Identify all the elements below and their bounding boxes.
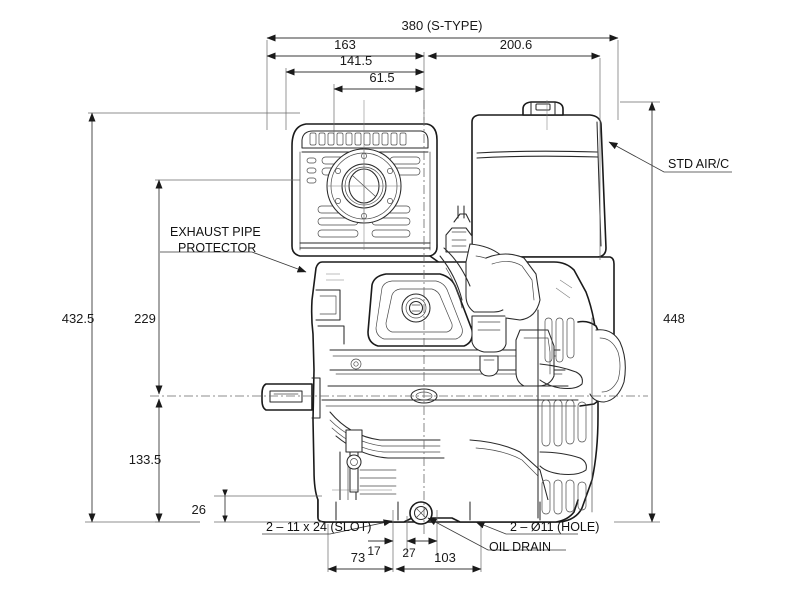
callout-label-mounting-slot: 2 – 11 x 24 (SLOT) <box>266 520 371 534</box>
dim-slot-offset: 17 <box>367 537 394 558</box>
dim-label-mount-left: 73 <box>351 550 365 565</box>
left-dimension-group: 432.5 229 133.5 26 <box>62 112 322 523</box>
dim-overall-width: 380 (S-TYPE) <box>266 18 619 42</box>
dim-label-right-overall-height: 448 <box>663 311 685 326</box>
dim-label-right-span: 200.6 <box>500 37 533 52</box>
dim-flange-span: 61.5 <box>333 70 425 93</box>
dim-mount-right: 103 <box>395 550 482 573</box>
dim-drain-offset: 27 <box>402 537 438 560</box>
dim-aircleaner-span: 141.5 <box>285 53 425 76</box>
centerlines <box>150 100 648 534</box>
dim-right-overall-height: 448 <box>648 101 685 523</box>
callout-label-oil-drain: OIL DRAIN <box>489 540 551 554</box>
right-dimension-group: 448 <box>614 101 685 523</box>
dim-label-aircleaner-span: 141.5 <box>340 53 373 68</box>
shading-lines <box>326 273 573 491</box>
dim-label-above-centerline: 229 <box>134 311 156 326</box>
dim-right-span: 200.6 <box>427 37 601 60</box>
dim-base-foot-height: 26 <box>192 489 322 523</box>
callout-mounting-slot: 2 – 11 x 24 (SLOT) <box>262 519 393 535</box>
cylinder-head-cover <box>367 273 474 347</box>
dim-label-mount-right: 103 <box>434 550 456 565</box>
dim-label-left-span: 163 <box>334 37 356 52</box>
callout-label-mounting-hole: 2 – Ø11 (HOLE) <box>510 520 599 534</box>
callout-mounting-hole: 2 – Ø11 (HOLE) <box>475 520 599 535</box>
dim-label-overall-height: 432.5 <box>62 311 95 326</box>
dim-mount-left: 73 <box>327 550 394 573</box>
fuel-tank-cap <box>522 101 564 116</box>
callout-std-air-cleaner: STD AIR/C <box>608 141 732 173</box>
oil-drain-plug <box>409 501 433 525</box>
engine-block <box>310 261 599 523</box>
dim-below-centerline: 133.5 <box>129 398 163 523</box>
dim-label-flange-span: 61.5 <box>369 70 394 85</box>
callout-exhaust-pipe-protector: EXHAUST PIPE PROTECTOR <box>160 225 307 273</box>
dim-label-drain-offset: 27 <box>402 546 416 560</box>
callout-label-exhaust-line2: PROTECTOR <box>178 241 256 255</box>
top-dimension-group: 380 (S-TYPE) 163 200.6 141.5 61.5 <box>266 18 619 260</box>
dim-overall-height: 432.5 <box>62 112 96 523</box>
engine-illustration <box>261 101 626 525</box>
callout-label-exhaust-line1: EXHAUST PIPE <box>170 225 261 239</box>
recoil-starter-shroud <box>537 309 626 519</box>
callout-group: STD AIR/C EXHAUST PIPE PROTECTOR 2 – 11 … <box>160 141 732 554</box>
bottom-dimension-group: 17 27 73 103 <box>327 510 482 573</box>
callout-oil-drain: OIL DRAIN <box>427 517 566 554</box>
dim-left-span: 163 <box>266 37 425 60</box>
dim-label-below-centerline: 133.5 <box>129 452 162 467</box>
air-cleaner-box <box>291 123 445 267</box>
dim-above-centerline: 229 <box>134 179 163 395</box>
dim-label-base-foot-height: 26 <box>192 502 206 517</box>
output-shaft <box>261 377 321 419</box>
carburetor-assembly <box>439 205 555 387</box>
dim-label-slot-offset: 17 <box>367 544 381 558</box>
callout-label-std-air-cleaner: STD AIR/C <box>668 157 729 171</box>
dim-label-overall-width: 380 (S-TYPE) <box>402 18 483 33</box>
dipstick <box>345 429 363 493</box>
